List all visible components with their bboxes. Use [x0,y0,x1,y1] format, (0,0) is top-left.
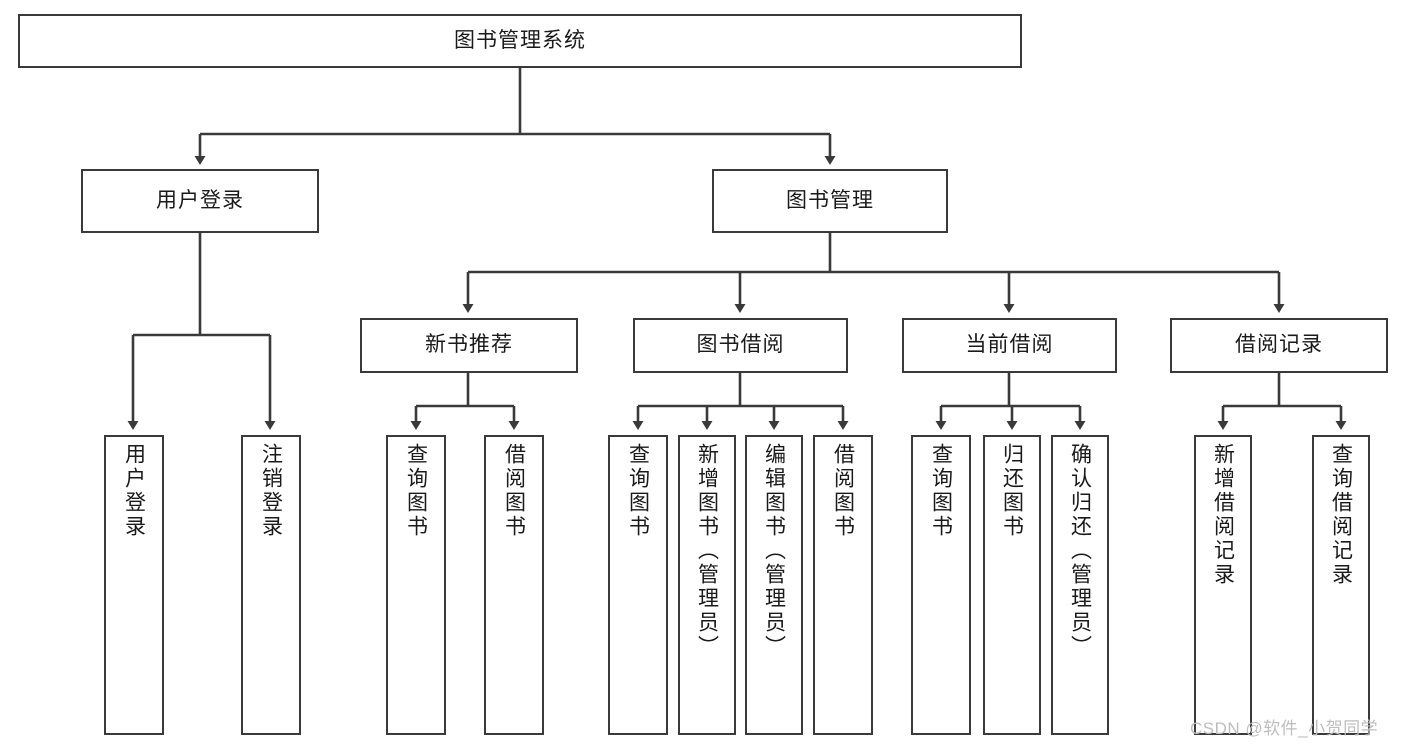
leaf-confirm-return-admin-label: 确认归还（管理员） [1068,443,1092,659]
leaf-query-book-new[interactable]: 查询图书 [386,435,446,735]
node-borrow-record-label: 借阅记录 [1235,333,1323,357]
leaf-logout[interactable]: 注销登录 [241,435,301,735]
node-root[interactable]: 图书管理系统 [18,14,1022,68]
leaf-query-book-new-label: 查询图书 [404,443,428,539]
node-current-borrow[interactable]: 当前借阅 [902,318,1117,373]
node-book-borrow[interactable]: 图书借阅 [633,318,848,373]
leaf-add-borrow-record[interactable]: 新增借阅记录 [1194,435,1252,735]
node-user-login-label: 用户登录 [156,188,244,212]
node-new-book-recommend-label: 新书推荐 [425,333,513,357]
leaf-borrow-book-new-label: 借阅图书 [502,443,526,539]
leaf-query-book-current-label: 查询图书 [929,443,953,539]
leaf-query-book-borrow[interactable]: 查询图书 [608,435,668,735]
node-new-book-recommend[interactable]: 新书推荐 [360,318,578,373]
leaf-query-book-borrow-label: 查询图书 [626,443,650,539]
leaf-edit-book-admin[interactable]: 编辑图书（管理员） [745,435,803,735]
leaf-edit-book-admin-label: 编辑图书（管理员） [762,443,786,659]
leaf-query-borrow-record-label: 查询借阅记录 [1329,443,1353,587]
leaf-add-book-admin[interactable]: 新增图书（管理员） [678,435,736,735]
node-user-login[interactable]: 用户登录 [81,169,319,233]
leaf-add-book-admin-label: 新增图书（管理员） [695,443,719,659]
leaf-logout-label: 注销登录 [259,443,283,539]
leaf-return-book-label: 归还图书 [1000,443,1024,539]
leaf-borrow-book-new[interactable]: 借阅图书 [484,435,544,735]
node-book-borrow-label: 图书借阅 [696,333,785,357]
leaf-user-login-label: 用户登录 [122,443,146,539]
leaf-user-login[interactable]: 用户登录 [104,435,164,735]
node-root-label: 图书管理系统 [454,28,586,52]
node-book-management-label: 图书管理 [786,188,874,212]
node-book-management[interactable]: 图书管理 [712,169,948,233]
leaf-confirm-return-admin[interactable]: 确认归还（管理员） [1051,435,1109,735]
node-borrow-record[interactable]: 借阅记录 [1170,318,1388,373]
leaf-query-book-current[interactable]: 查询图书 [911,435,971,735]
leaf-borrow-book[interactable]: 借阅图书 [813,435,873,735]
leaf-add-borrow-record-label: 新增借阅记录 [1211,443,1235,587]
leaf-query-borrow-record[interactable]: 查询借阅记录 [1312,435,1370,735]
node-current-borrow-label: 当前借阅 [965,333,1054,357]
leaf-return-book[interactable]: 归还图书 [983,435,1041,735]
csdn-watermark: CSDN @软件_小贺同学 [1190,719,1379,738]
leaf-borrow-book-label: 借阅图书 [831,443,855,539]
